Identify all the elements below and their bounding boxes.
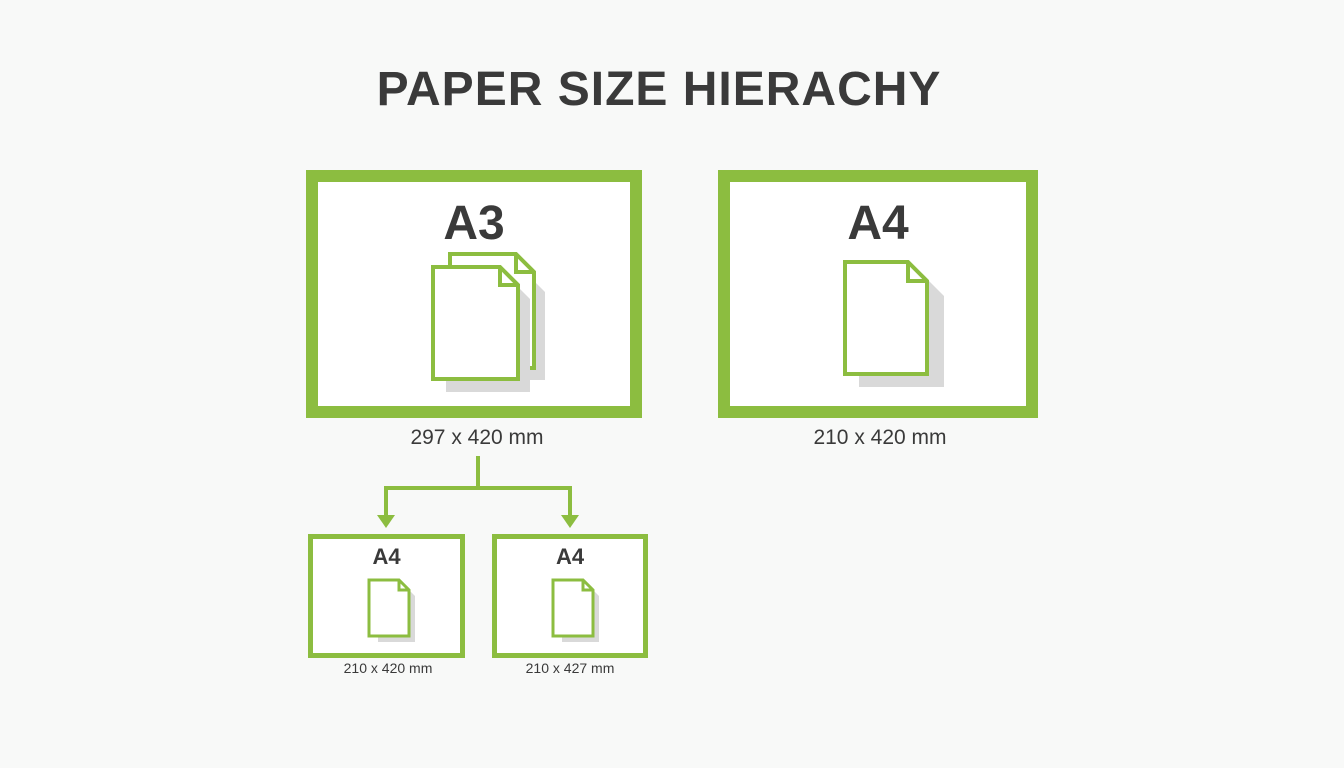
a4-child-left-dimensions: 210 x 420 mm [343,660,433,676]
a3-label: A3 [443,197,505,250]
document-icon [367,578,415,642]
a4-child-right-box: A4 [492,534,648,658]
document-icon [843,260,944,387]
document-icon [551,578,599,642]
arrow-right-icon [561,515,579,528]
a4-child-left-label: A4 [372,544,401,569]
a4-label: A4 [847,197,909,250]
stacked-documents-icon [431,252,545,392]
a4-child-left-box: A4 [308,534,465,658]
a4-box: A4 [718,170,1038,418]
arrow-left-icon [377,515,395,528]
a4-dimensions: 210 x 420 mm [813,426,947,449]
a4-child-right-dimensions: 210 x 427 mm [525,660,615,676]
a3-dimensions: 297 x 420 mm [410,426,544,449]
a4-child-right-label: A4 [555,544,585,569]
diagram-title: PAPER SIZE HIERACHY [376,63,942,116]
a3-box: A3 [306,170,642,418]
